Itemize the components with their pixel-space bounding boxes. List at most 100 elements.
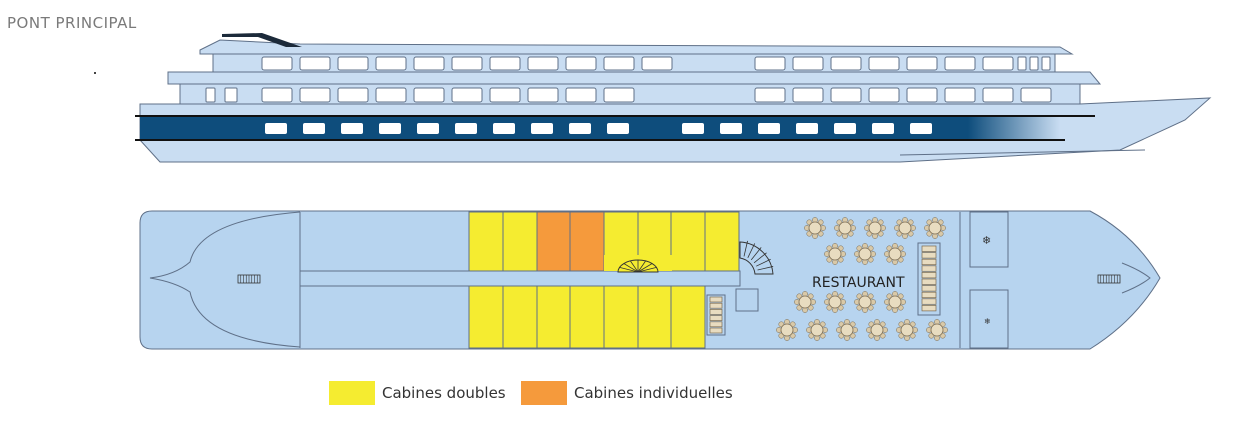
bow-tip xyxy=(1121,262,1151,294)
window xyxy=(830,56,862,71)
window xyxy=(868,87,900,103)
window xyxy=(603,56,635,71)
buffet-slot xyxy=(709,302,723,309)
table xyxy=(884,243,906,265)
table-top xyxy=(930,323,944,337)
cabin xyxy=(569,211,605,272)
buffet-slot xyxy=(921,285,937,292)
stair-step xyxy=(743,240,748,257)
legend-label-single: Cabines individuelles xyxy=(574,384,733,402)
restaurant-tables xyxy=(776,217,948,341)
cabin xyxy=(468,211,504,272)
stair-step xyxy=(619,267,639,273)
porthole xyxy=(493,123,515,134)
legend-label-double: Cabines doubles xyxy=(382,384,506,402)
window xyxy=(641,56,673,71)
table xyxy=(894,217,916,239)
bow-line xyxy=(899,149,1146,156)
service-box xyxy=(735,288,759,312)
porthole xyxy=(682,123,704,134)
table-top xyxy=(870,323,884,337)
stair-step xyxy=(750,247,762,261)
window xyxy=(868,56,900,71)
porthole xyxy=(265,123,287,134)
window xyxy=(906,56,938,71)
stair-step xyxy=(747,243,756,258)
buffet-slot xyxy=(921,258,937,266)
table-top xyxy=(900,323,914,337)
buffet-slot xyxy=(921,291,937,299)
table-top xyxy=(858,295,872,309)
porthole xyxy=(607,123,629,134)
window xyxy=(1020,87,1052,103)
stair-step xyxy=(637,267,657,273)
stern-hatch-icon xyxy=(237,274,261,284)
buffet-slot xyxy=(709,321,723,328)
window xyxy=(261,56,293,71)
cabin xyxy=(670,285,706,349)
stern-curve xyxy=(149,211,301,348)
buffet-slot xyxy=(921,252,937,259)
window xyxy=(337,87,369,103)
window xyxy=(375,56,407,71)
window xyxy=(413,87,445,103)
window xyxy=(489,56,521,71)
buffet-left-slots xyxy=(709,296,723,334)
window xyxy=(565,87,597,103)
table xyxy=(866,319,888,341)
cabin xyxy=(536,211,572,272)
hull-window-row xyxy=(265,123,932,134)
porthole xyxy=(417,123,439,134)
window xyxy=(792,87,824,103)
bridge-roof xyxy=(222,33,302,47)
table-top xyxy=(828,247,842,261)
window xyxy=(299,56,331,71)
window xyxy=(982,87,1014,103)
deck-title: PONT PRINCIPAL xyxy=(7,14,137,32)
porthole xyxy=(341,123,363,134)
table xyxy=(924,217,946,239)
window xyxy=(944,56,976,71)
window xyxy=(1041,56,1051,71)
window xyxy=(261,87,293,103)
snowflake-icon: ❄ xyxy=(982,235,991,247)
stair-step xyxy=(757,266,774,271)
window xyxy=(1017,56,1027,71)
porthole xyxy=(455,123,477,134)
galley-room-top xyxy=(969,211,1009,268)
window xyxy=(413,56,445,71)
buffet-slot xyxy=(921,278,937,285)
sun-deck xyxy=(199,39,1074,55)
table xyxy=(854,243,876,265)
window xyxy=(489,87,521,103)
porthole xyxy=(834,123,856,134)
buffet-slot xyxy=(709,315,723,321)
table xyxy=(896,319,918,341)
window xyxy=(830,87,862,103)
hull-stripe xyxy=(140,117,1060,141)
cabin xyxy=(502,211,538,272)
table-top xyxy=(858,247,872,261)
buffet-slot xyxy=(709,327,723,334)
buffet-slot xyxy=(709,309,723,315)
stair-step xyxy=(623,263,639,273)
buffet-slot xyxy=(921,305,937,312)
porthole xyxy=(379,123,401,134)
table-top xyxy=(840,323,854,337)
cabin xyxy=(468,285,504,349)
cabin xyxy=(502,285,538,349)
middle-deck-rail xyxy=(167,71,1102,85)
table xyxy=(824,291,846,313)
cabin xyxy=(536,285,572,349)
window xyxy=(375,87,407,103)
buffet-slot xyxy=(921,298,937,305)
porthole xyxy=(531,123,553,134)
cabin xyxy=(704,211,740,272)
table xyxy=(926,319,948,341)
porthole xyxy=(872,123,894,134)
cabin-group xyxy=(468,211,740,349)
buffet-slot xyxy=(921,272,937,279)
stray-dot xyxy=(94,72,96,74)
table xyxy=(836,319,858,341)
table-top xyxy=(780,323,794,337)
